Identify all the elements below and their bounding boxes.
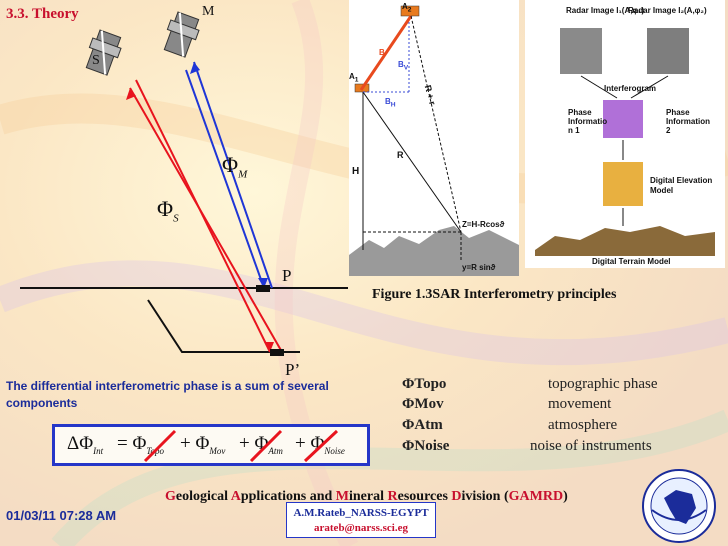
label-r: R [397, 150, 404, 160]
author-name: A.M.Rateb_NARSS-EGYPT [293, 507, 429, 519]
differential-phase-text: The differential interferometric phase i… [6, 379, 329, 410]
legend-key-atm: ΦAtm [402, 417, 443, 433]
legend-value-mov: movement [548, 396, 612, 412]
author-box: A.M.Rateb_NARSS-EGYPT arateb@narss.sci.e… [286, 502, 436, 538]
eq-mov: + ΦMov [180, 433, 226, 456]
label-z: Z=H-Rcosϑ [462, 220, 505, 229]
sar-geometry-figure [349, 0, 519, 276]
satellite-s-icon [85, 29, 122, 76]
label-h: H [352, 166, 360, 177]
legend-key-noise: ΦNoise [402, 438, 450, 454]
point-p-marker [256, 285, 270, 292]
author-email: arateb@narss.sci.eg [314, 522, 408, 534]
legend-key-topo: ΦTopo [402, 376, 447, 392]
label-bv: BV [398, 60, 409, 72]
footer-date: 01/03/11 07:28 AM [6, 508, 117, 523]
master-label: M [202, 4, 215, 19]
figure-caption: Figure 1.3SAR Interferometry principles [372, 287, 617, 302]
label-interferogram: Interferogram [604, 84, 657, 93]
satellite-m-icon [163, 11, 200, 58]
ray-m-back [193, 61, 273, 289]
label-dem: Digital Elevation Model [650, 176, 713, 195]
legend-key-mov: ΦMov [402, 396, 444, 412]
slide-title: 3.3. Theory [6, 6, 79, 22]
label-a1: A1 [349, 72, 359, 84]
strike-lines [143, 429, 339, 463]
narss-logo-icon [642, 469, 716, 543]
interferometry-flow-figure [525, 0, 725, 268]
label-phase1: Phase Informatio n 1 [568, 108, 608, 135]
interferometry-geometry-diagram [20, 11, 348, 356]
label-radar1: Radar Image I₁(A,φ₁) [566, 6, 645, 15]
legend-value-topo: topographic phase [548, 376, 658, 392]
legend-value-noise: noise of instruments [530, 438, 652, 454]
phi-m-label: ΦM [222, 152, 248, 181]
label-bh: BH [385, 97, 396, 109]
label-b: B [379, 48, 385, 57]
label-dtm: Digital Terrain Model [592, 257, 671, 266]
eq-atm: + ΦAtm [239, 433, 283, 456]
phase-equation-box: ΔΦInt = ΦTopo + ΦMov + ΦAtm + ΦNoise [52, 424, 370, 466]
eq-lhs: ΔΦInt [67, 433, 104, 456]
label-a2: A2 [402, 2, 412, 14]
point-p-label: P [282, 266, 292, 285]
deformed-surface-line [147, 299, 300, 353]
slave-label: S [92, 53, 100, 68]
footer-division: Geological Applications and Mineral Reso… [165, 489, 568, 504]
point-p-prime-label: P’ [285, 360, 301, 379]
legend-value-atm: atmosphere [548, 417, 618, 433]
label-radar2: Radar Image I₂(A,φ₂) [628, 6, 707, 15]
label-y: y=R sinϑ [462, 263, 496, 272]
label-phase2: Phase Information 2 [666, 108, 710, 135]
point-p-prime-marker [270, 349, 284, 356]
ray-m-out [185, 69, 265, 289]
phi-s-label: ΦS [157, 196, 179, 225]
ray-s-back [129, 87, 283, 353]
